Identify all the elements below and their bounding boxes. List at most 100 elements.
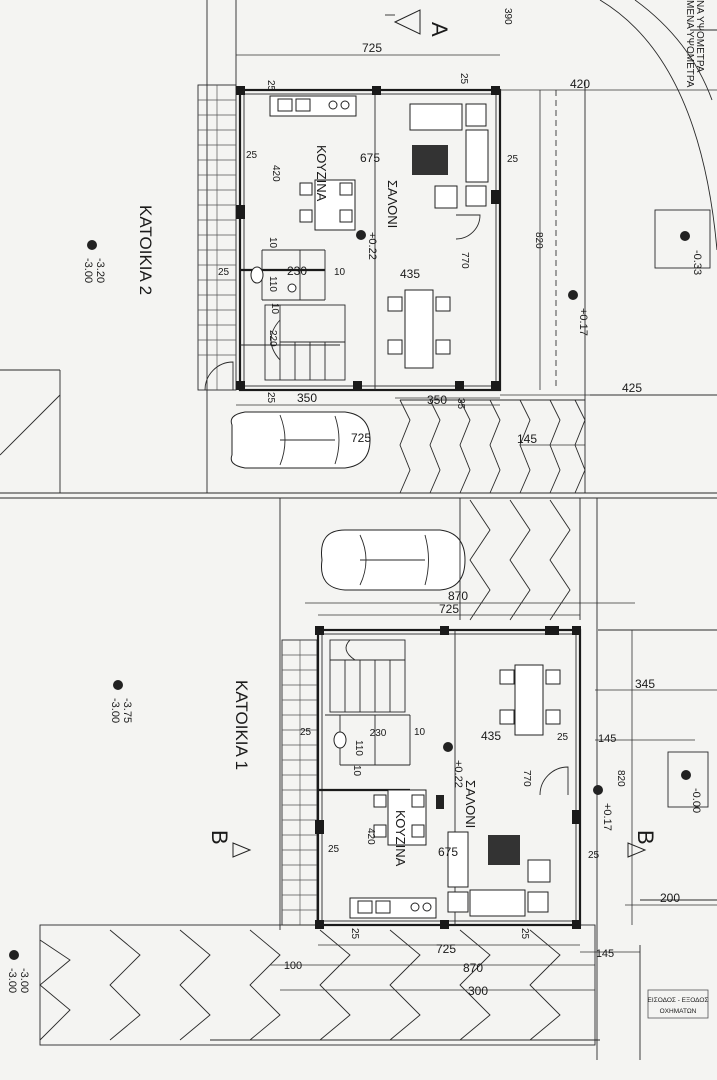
dim-h2-350a: 350 (297, 391, 317, 405)
dim-top-390: 390 (502, 8, 513, 25)
level-h1-inner: +0.22 (452, 760, 464, 788)
dim-h2-25d: 25 (507, 154, 519, 165)
dim-h2-10a: 10 (267, 237, 278, 249)
living-label-1: ΣΑΛΟΝΙ (463, 780, 478, 828)
dim-h1-770: 770 (521, 770, 532, 787)
level-marker (568, 290, 578, 300)
level-marker (87, 240, 97, 250)
stair-house-1 (329, 639, 406, 713)
dimension-lines (236, 54, 717, 991)
dim-h1-145b: 145 (596, 948, 614, 960)
dim-h1-25a: 25 (300, 727, 312, 738)
section-mark-b-left: B (207, 830, 232, 845)
entrance-box (647, 989, 709, 1019)
dim-h1-25e: 25 (349, 928, 360, 940)
dim-h1-25c: 25 (328, 844, 340, 855)
dim-h2-350b: 350 (427, 393, 447, 407)
dim-h1-10b: 10 (351, 765, 362, 777)
dim-h1-820: 820 (615, 770, 626, 787)
dim-h2-420v: 420 (270, 165, 281, 182)
dim-h1-870: 870 (463, 961, 483, 975)
level-marker (681, 770, 691, 780)
level-marker (113, 680, 123, 690)
level-h2-site-a: -3.20 (94, 258, 106, 283)
gate-boxes (654, 209, 711, 808)
house-2-title: ΚΑΤΟΙΚΙΑ 2 (136, 205, 155, 295)
coffee-table-hatched (412, 145, 448, 175)
dim-h2-220: 220 (267, 330, 278, 347)
level-marker (680, 231, 690, 241)
level-marker (9, 950, 19, 960)
entrance-label-1: ΕΙΣΟΔΟΣ - ΕΞΟΔΟΣ (648, 997, 709, 1004)
dim-h2-820: 820 (533, 232, 544, 249)
level-h1-outer: +0.17 (601, 803, 613, 831)
entrance-label-2: ΟΧΗΜΑΤΩΝ (660, 1008, 697, 1015)
level-h1-gate: -0.00 (690, 788, 702, 813)
dim-h1-145a: 145 (598, 733, 616, 745)
section-b-arrow-right (627, 842, 647, 858)
house-1-title: ΚΑΤΟΙΚΙΑ 1 (232, 680, 251, 770)
level-h2-outer: +0.17 (577, 308, 589, 336)
dim-h1-25b: 25 (557, 732, 569, 743)
dim-h2-35: 35 (455, 398, 466, 410)
level-h1-site-a: -3.75 (121, 698, 133, 723)
parking-zigzag-top (399, 399, 586, 494)
coffee-table-hatched-1 (488, 835, 520, 865)
dim-h1-top: 725 (439, 602, 459, 616)
dim-h1-725b: 725 (436, 942, 456, 956)
dim-h2-25b: 25 (458, 73, 469, 85)
stair-house-2 (264, 304, 346, 381)
dim-h1-200: 200 (660, 891, 680, 905)
dim-h2-25c: 25 (246, 150, 258, 161)
dim-h2-right-420: 420 (570, 77, 590, 91)
dim-h2-25f: 25 (265, 392, 276, 404)
dim-h1-100: 100 (284, 960, 302, 972)
kitchen-label-2: ΚΟΥΖΙΝΑ (314, 145, 329, 202)
parking-zigzag-middle (459, 498, 581, 621)
dim-h2-145: 145 (517, 432, 537, 446)
level-marker (356, 230, 366, 240)
level-h2-site-b: -3.00 (82, 258, 94, 283)
level-corner-b: -3.00 (6, 968, 18, 993)
dim-h2-230: 230 (287, 264, 307, 278)
kitchen-label-1: ΚΟΥΖΙΝΑ (393, 810, 408, 867)
dim-h1-420v: 420 (365, 828, 376, 845)
dim-h1-25d: 25 (588, 850, 600, 861)
terrace-hatch (198, 85, 236, 390)
section-a-marker: A (385, 9, 452, 37)
dim-h1-10a: 10 (414, 727, 426, 738)
dim-h2-425: 425 (622, 381, 642, 395)
dim-h1-345: 345 (635, 677, 655, 691)
living-label-2: ΣΑΛΟΝΙ (385, 180, 400, 228)
car-top (230, 411, 371, 469)
dim-h2-110: 110 (267, 276, 278, 292)
level-marker (443, 742, 453, 752)
section-b-arrow-left (232, 842, 252, 858)
level-h1-site-b: -3.00 (109, 698, 121, 723)
section-mark-a: A (427, 22, 452, 37)
level-h2-inner: +0.22 (366, 232, 378, 260)
level-corner-a: -3.00 (18, 968, 30, 993)
dim-mid-870: 870 (448, 589, 468, 603)
dim-h2-675: 675 (360, 151, 380, 165)
edge-note-2: ΜΕΝΑ ΥΨΟΜΕΤΡΑ (684, 0, 695, 88)
terrace-hatch-1 (282, 640, 317, 925)
dim-h1-25f: 25 (519, 928, 530, 940)
dim-h2-435: 435 (400, 267, 420, 281)
car-middle (320, 529, 466, 591)
house-2-plan (197, 84, 502, 392)
dim-h2-bottom: 725 (351, 431, 371, 445)
dim-h1-230: 230 (370, 728, 387, 739)
level-h2-gate: -0.33 (691, 250, 703, 275)
dim-h2-10b: 10 (334, 267, 346, 278)
dim-h1-675: 675 (438, 845, 458, 859)
dim-h2-25e: 25 (218, 267, 230, 278)
dim-h2-25a: 25 (265, 80, 276, 92)
house-1-plan (281, 626, 582, 929)
dim-h1-435: 435 (481, 729, 501, 743)
dim-h2-top: 725 (362, 41, 382, 55)
edge-note-1: ΝΑ ΥΨΟΜΕΤΡΑ (694, 0, 705, 73)
section-mark-b-right: B (633, 830, 658, 845)
level-marker (593, 785, 603, 795)
